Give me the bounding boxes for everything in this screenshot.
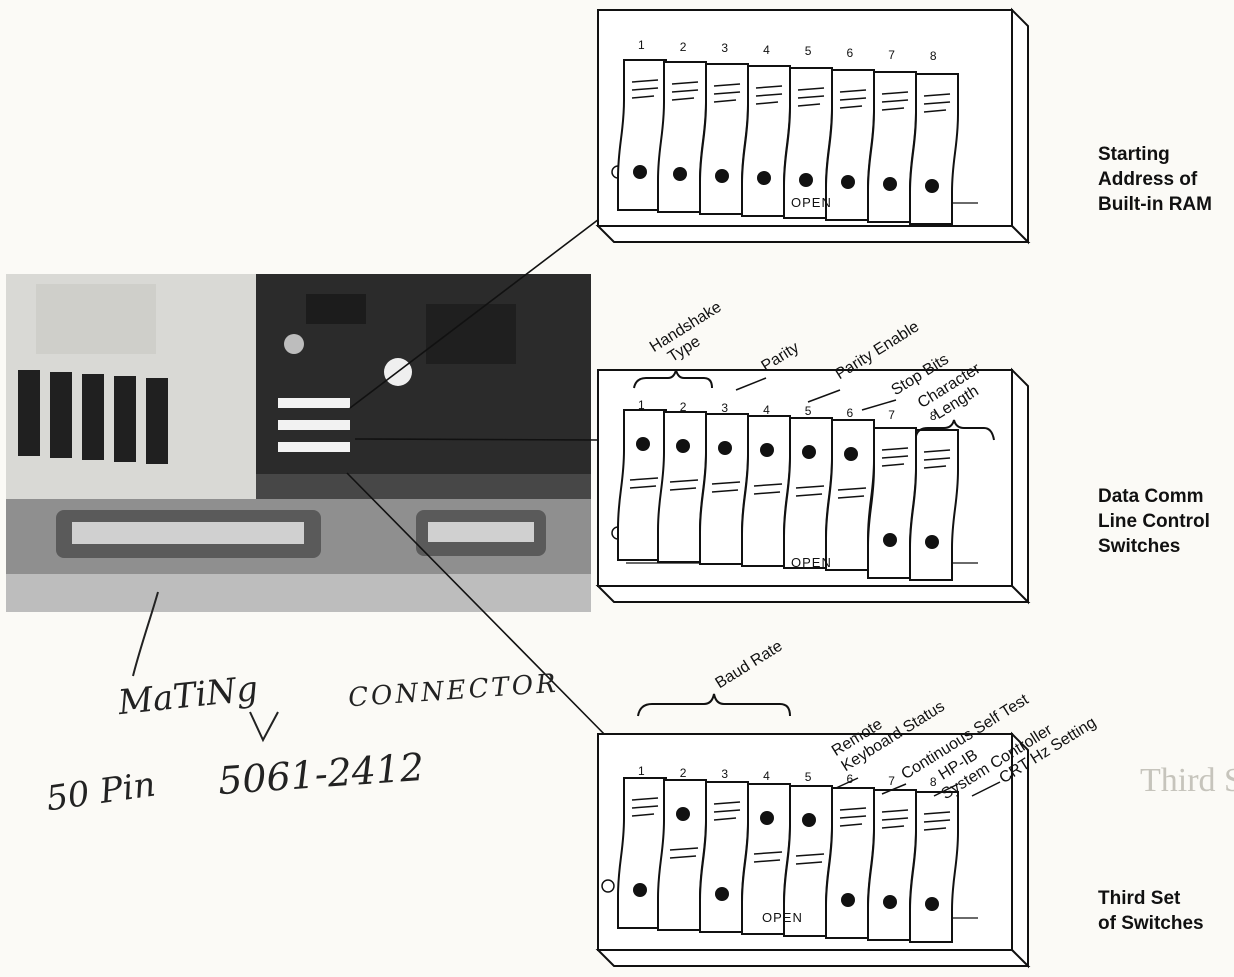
switch-number-8: 8 xyxy=(929,409,937,424)
switch-number-8: 8 xyxy=(929,775,937,790)
switch-number-1: 1 xyxy=(638,398,645,412)
switch-number-2: 2 xyxy=(679,39,687,54)
ram-open-label: OPEN xyxy=(791,195,832,210)
switch-number-7: 7 xyxy=(888,47,895,62)
switch-number-5: 5 xyxy=(804,770,812,785)
switch-number-6: 6 xyxy=(846,46,854,60)
switch-number-6: 6 xyxy=(846,406,854,420)
switch-number-7: 7 xyxy=(888,773,895,788)
switch-number-4: 4 xyxy=(763,42,770,57)
switch-number-8: 8 xyxy=(929,49,937,64)
third-open-label: OPEN xyxy=(762,910,803,925)
switch-number-6: 6 xyxy=(846,772,854,786)
part-number-arrow xyxy=(249,711,279,743)
switch-number-5: 5 xyxy=(804,44,812,59)
switch-number-3: 3 xyxy=(721,401,729,416)
caption-data-comm: Data Comm Line Control Switches xyxy=(1098,486,1210,557)
datacomm-switch-panel xyxy=(595,367,1031,605)
background-heading: Third Set xyxy=(1140,762,1234,799)
leader-line-third xyxy=(346,472,613,743)
third-switch-panel xyxy=(595,693,1031,969)
switch-number-7: 7 xyxy=(888,407,895,422)
switch-number-5: 5 xyxy=(804,404,812,419)
switch-number-4: 4 xyxy=(763,768,770,783)
switch-number-2: 2 xyxy=(679,399,687,414)
switch-number-2: 2 xyxy=(679,765,687,780)
ram-switch-panel xyxy=(595,7,1031,245)
mating-connector-arrow xyxy=(132,591,159,677)
datacomm-open-label: OPEN xyxy=(791,555,832,570)
switch-number-3: 3 xyxy=(721,41,729,56)
switch-number-3: 3 xyxy=(721,767,729,782)
board-photo xyxy=(6,274,591,612)
caption-starting-address: Starting Address of Built-in RAM xyxy=(1098,144,1212,215)
switch-number-4: 4 xyxy=(763,402,770,417)
leader-line-datacomm xyxy=(354,438,601,441)
switch-number-1: 1 xyxy=(638,764,645,778)
caption-third-set: Third Set of Switches xyxy=(1098,888,1204,934)
switch-number-1: 1 xyxy=(638,38,645,52)
leader-line-ram xyxy=(349,193,633,409)
